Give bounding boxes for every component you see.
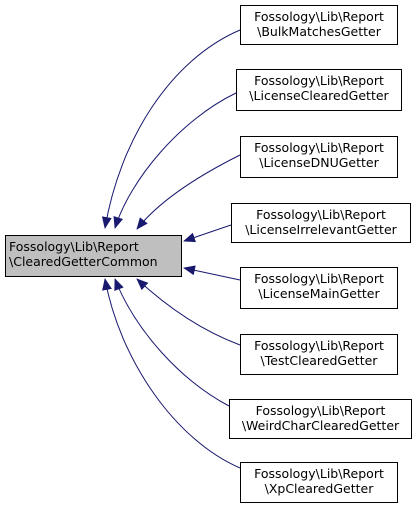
edge-licenseirrelevant: [183, 224, 232, 243]
node-line2: \BulkMatchesGetter: [257, 24, 381, 39]
node-cleared-getter-common[interactable]: Fossology\Lib\Report \ClearedGetterCommo…: [5, 235, 182, 277]
node-line2: \LicenseIrrelevantGetter: [245, 222, 397, 237]
node-license-dnu-getter[interactable]: Fossology\Lib\Report \LicenseDNUGetter: [240, 136, 398, 178]
node-license-cleared-getter[interactable]: Fossology\Lib\Report \LicenseClearedGett…: [236, 69, 402, 111]
node-bulk-matches-getter[interactable]: Fossology\Lib\Report \BulkMatchesGetter: [240, 5, 398, 45]
edge-licensednu: [136, 154, 241, 230]
node-license-irrelevant-getter[interactable]: Fossology\Lib\Report \LicenseIrrelevantG…: [231, 203, 411, 243]
node-line2: \LicenseMainGetter: [258, 286, 380, 301]
node-weird-char-cleared-getter[interactable]: Fossology\Lib\Report \WeirdCharClearedGe…: [229, 399, 412, 439]
node-line2: \TestClearedGetter: [260, 353, 378, 368]
edge-weirdcharcleared: [114, 278, 230, 407]
edge-licensemain: [183, 265, 241, 281]
node-line2: \LicenseDNUGetter: [259, 155, 379, 170]
node-line1: Fossology\Lib\Report: [254, 338, 384, 353]
node-line2: \ClearedGetterCommon: [9, 254, 158, 269]
node-line1: Fossology\Lib\Report: [254, 140, 384, 155]
node-line1: Fossology\Lib\Report: [9, 239, 139, 254]
node-line1: Fossology\Lib\Report: [254, 9, 384, 24]
node-license-main-getter[interactable]: Fossology\Lib\Report \LicenseMainGetter: [240, 267, 398, 309]
node-line2: \WeirdCharClearedGetter: [241, 418, 400, 433]
node-line1: Fossology\Lib\Report: [255, 403, 386, 418]
edge-xpcleared: [102, 278, 241, 469]
node-line1: Fossology\Lib\Report: [254, 73, 384, 88]
edge-bulkmatches: [101, 29, 241, 229]
node-line1: Fossology\Lib\Report: [254, 271, 384, 286]
node-line2: \XpClearedGetter: [264, 481, 374, 496]
node-line2: \LicenseClearedGetter: [249, 88, 389, 103]
edge-licensecleared: [113, 92, 237, 229]
node-line1: Fossology\Lib\Report: [256, 207, 386, 222]
node-line1: Fossology\Lib\Report: [254, 466, 384, 481]
node-xp-cleared-getter[interactable]: Fossology\Lib\Report \XpClearedGetter: [240, 462, 398, 503]
node-test-cleared-getter[interactable]: Fossology\Lib\Report \TestClearedGetter: [240, 334, 398, 375]
edge-testcleared: [136, 278, 241, 346]
